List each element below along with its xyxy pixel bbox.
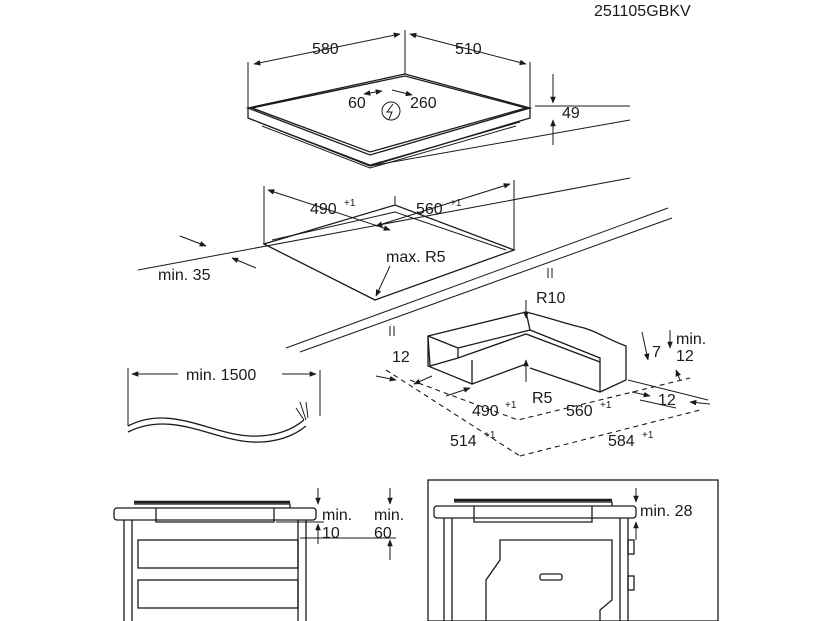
frame-side-right-label: 12 (658, 392, 676, 409)
cutout-width-label: 490 (310, 201, 337, 218)
frame-radius-outer-label: R10 (536, 290, 565, 307)
frame-outer-w-label: 514 (450, 433, 477, 450)
frame-drawing (375, 300, 711, 457)
hob-height-label: 49 (562, 105, 580, 122)
frame-inner-w-label: 490 (472, 403, 499, 420)
frame-min-label-a: min. (676, 331, 706, 348)
left-min-value-a: 10 (322, 525, 340, 542)
left-min-value-b: 60 (374, 525, 392, 542)
conn-left-label: 60 (348, 95, 366, 112)
cutout-depth-tolerance: +1 (450, 198, 462, 209)
cable-drawing (127, 368, 321, 443)
cutout-radius-label: max. R5 (386, 249, 446, 266)
left-min-label-b: min. (374, 507, 404, 524)
cable-length-label: min. 1500 (186, 367, 256, 384)
frame-min-label-b: 12 (676, 348, 694, 365)
frame-edge-label: 7 (652, 344, 661, 361)
cutout-width-tolerance: +1 (344, 198, 356, 209)
power-connection-icon (381, 101, 401, 121)
min-front-label: min. 35 (158, 267, 211, 284)
frame-inner-w-tol: +1 (505, 400, 517, 411)
install-right-drawing (427, 479, 719, 621)
right-min-label: min. 28 (640, 503, 693, 520)
hob-drawing (245, 30, 631, 169)
install-left-drawing (113, 488, 396, 621)
cutout-depth-label: 560 (416, 201, 443, 218)
left-min-label-a: min. (322, 507, 352, 524)
frame-radius-inner-label: R5 (532, 390, 553, 407)
frame-outer-d-tol: +1 (642, 430, 654, 441)
hob-depth-label: 510 (455, 41, 482, 58)
frame-outer-d-label: 584 (608, 433, 635, 450)
conn-right-label: 260 (410, 95, 437, 112)
frame-inner-d-tol: +1 (600, 400, 612, 411)
hob-width-label: 580 (312, 41, 339, 58)
frame-inner-d-label: 560 (566, 403, 593, 420)
frame-outer-w-tol: +1 (484, 430, 496, 441)
frame-side-left-label: 12 (392, 349, 410, 366)
cutout-drawing (137, 177, 673, 353)
model-code: 251105GBKV (594, 3, 691, 20)
